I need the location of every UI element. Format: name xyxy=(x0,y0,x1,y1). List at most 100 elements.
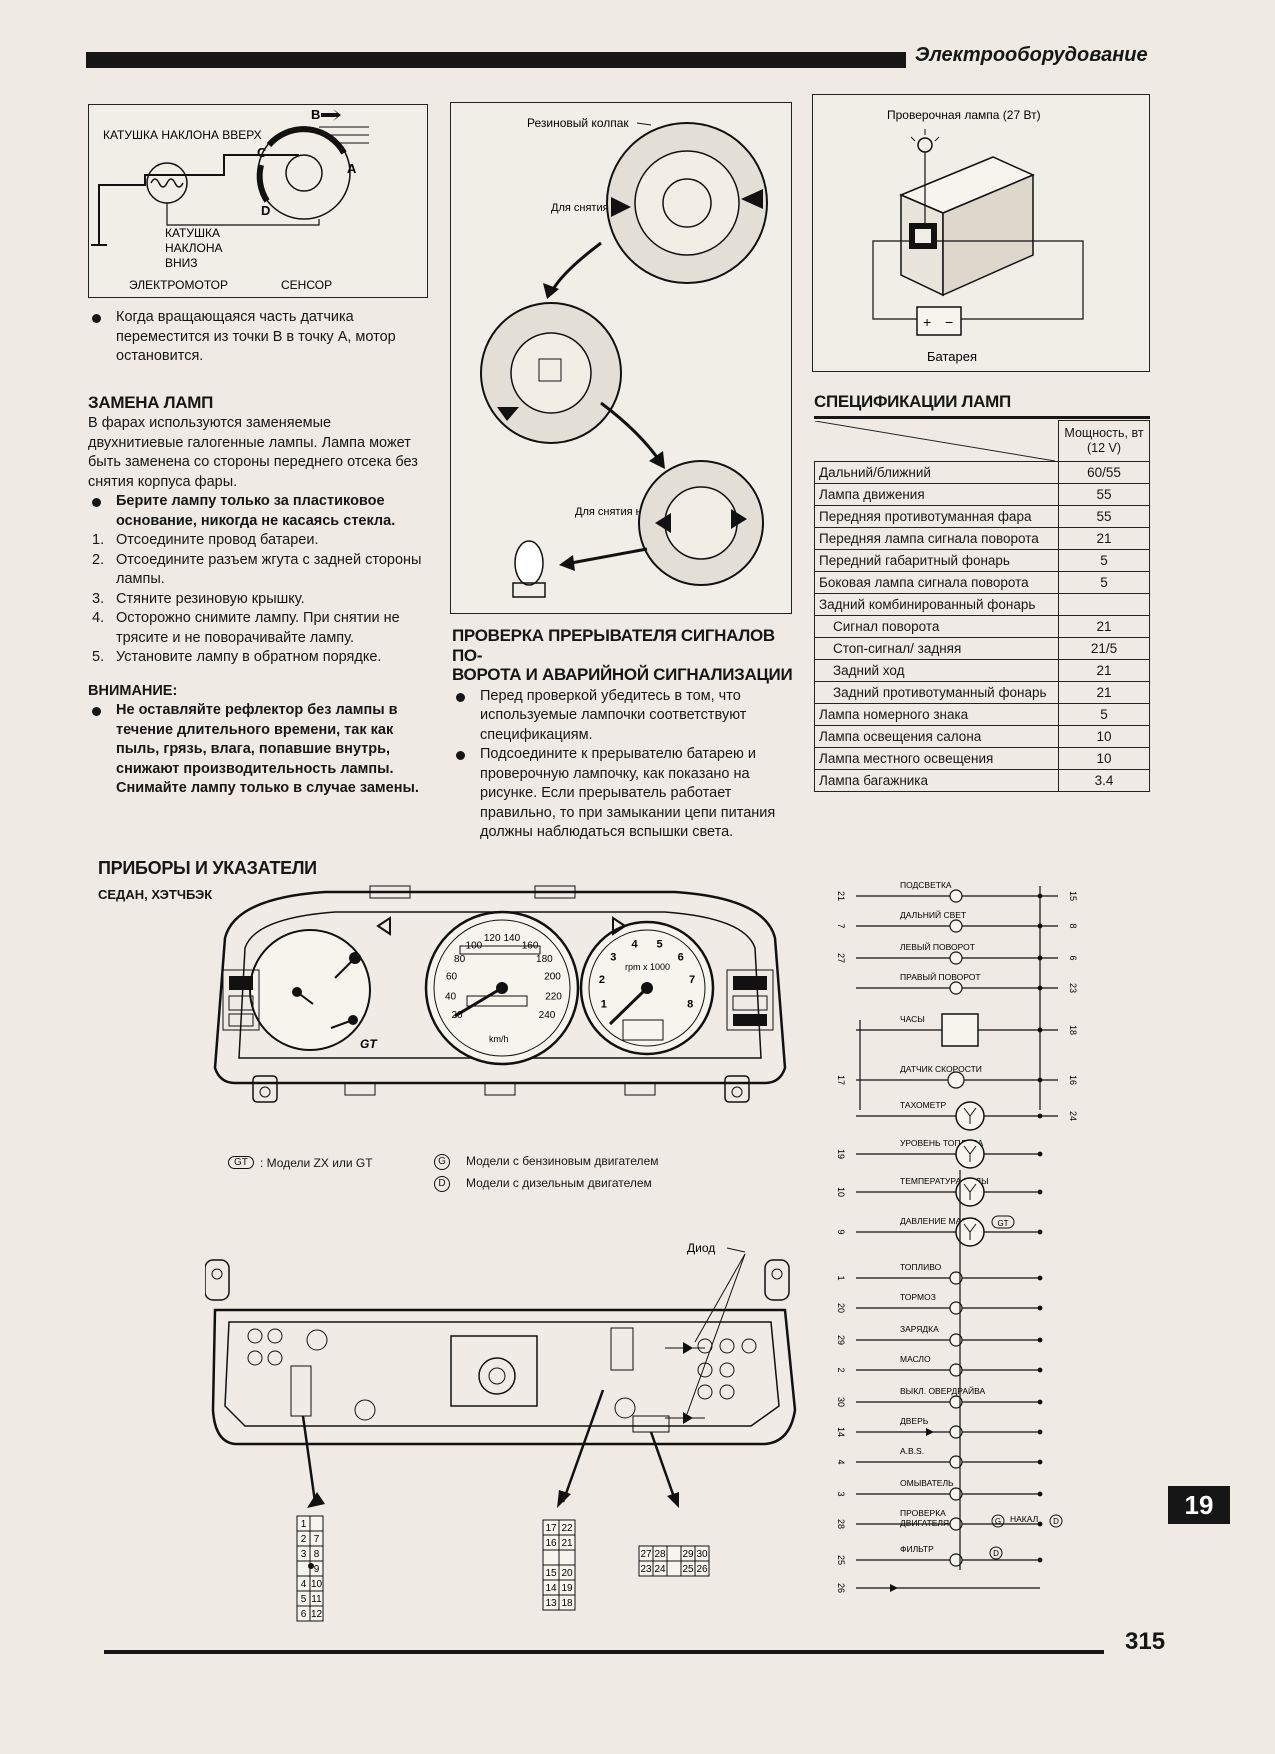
gt-badge: GT xyxy=(228,1156,254,1169)
right-pin: 8 xyxy=(1068,923,1078,928)
instruments-heading: ПРИБОРЫ И УКАЗАТЕЛИ xyxy=(98,858,317,878)
spec-col-header: Мощность, вт (12 V) xyxy=(1058,420,1150,462)
connector-pin: 1 xyxy=(301,1519,307,1530)
connector-pin: 19 xyxy=(561,1583,573,1594)
connector-pin: 10 xyxy=(311,1579,323,1590)
label-rubber-cap: Резиновый колпак xyxy=(527,116,629,130)
connector-pin: 29 xyxy=(682,1549,694,1560)
wire-label: УРОВЕНЬ ТОПЛИВА xyxy=(900,1138,984,1148)
cluster-gt-logo: GT xyxy=(360,1037,378,1051)
spec-lamp: Передняя лампа сигнала поворота xyxy=(814,526,1059,550)
step-text: Осторожно снимите лампу. При снятии не т… xyxy=(116,610,400,646)
legend: GT : Модели ZX или GT G Модели с бензино… xyxy=(228,1154,708,1202)
speed-tick: 240 xyxy=(539,1010,556,1021)
speed-tick: 160 xyxy=(522,940,539,951)
connector-cell xyxy=(542,1549,560,1566)
spec-power: 60/55 xyxy=(1058,460,1150,484)
battery-plus: + xyxy=(923,314,931,330)
connector-pin: 15 xyxy=(545,1568,557,1579)
lamp-symbol xyxy=(949,889,963,903)
wire-label: ПРОВЕРКА xyxy=(900,1508,946,1518)
connector-pin: 8 xyxy=(314,1549,320,1560)
label-b: B xyxy=(311,107,320,122)
section-title: Электрооборудование xyxy=(915,44,1148,66)
left-pin: 7 xyxy=(836,923,846,928)
caution-text: Не оставляйте рефлектор без лампы в тече… xyxy=(88,701,428,799)
step-number: 4. xyxy=(92,610,105,626)
connector-pin: 18 xyxy=(561,1598,573,1609)
rpm-tick: 6 xyxy=(678,952,684,964)
connector-pin: 7 xyxy=(314,1534,320,1545)
lamps-intro: В фарах используются заменяемые двухнити… xyxy=(88,415,418,490)
connector-pin: 13 xyxy=(545,1598,557,1609)
left-pin: 14 xyxy=(836,1427,846,1437)
step-text: Отсоедините разъем жгута с задней сторон… xyxy=(116,551,422,588)
wire-label: ЧАСЫ xyxy=(900,1014,925,1024)
label-a: A xyxy=(347,161,357,176)
spec-power: 21 xyxy=(1058,680,1150,704)
rpm-tick: 7 xyxy=(689,974,695,986)
spec-power: 21 xyxy=(1058,614,1150,638)
d-badge-wiring: D xyxy=(1053,1517,1059,1526)
label-coil-down-2: НАКЛОНА xyxy=(165,241,223,255)
speed-tick: 200 xyxy=(544,972,561,983)
speed-tick: 180 xyxy=(536,954,553,965)
battery-minus: − xyxy=(945,314,953,330)
left-pin: 2 xyxy=(836,1367,846,1372)
spec-section: СПЕЦИФИКАЦИИ ЛАМП Мощность, вт (12 V) Да… xyxy=(814,392,1154,792)
step-number: 5. xyxy=(92,649,105,665)
step-text: Установите лампу в обратном порядке. xyxy=(116,649,382,665)
spec-lamp: Передняя противотуманная фара xyxy=(814,504,1059,528)
left-column: Когда вращающаяся часть датчика перемест… xyxy=(88,308,428,799)
diode-symbol xyxy=(890,1584,898,1592)
g-badge-wiring: G xyxy=(995,1517,1001,1526)
wire-label: МАСЛО xyxy=(900,1354,931,1364)
spec-lamp: Лампа местного освещения xyxy=(814,746,1059,770)
wire-label: ЗАРЯДКА xyxy=(900,1324,939,1334)
spec-power: 55 xyxy=(1058,504,1150,528)
rpm-tick: 5 xyxy=(656,939,662,951)
chapter-tab: 19 xyxy=(1168,1486,1230,1524)
connector-pin: 17 xyxy=(545,1523,557,1534)
left-pin: 3 xyxy=(836,1491,846,1496)
spec-lamp: Задний противотуманный фонарь xyxy=(814,680,1059,704)
spec-lamp: Боковая лампа сигнала поворота xyxy=(814,570,1059,594)
figure-tilt-motor: КАТУШКА НАКЛОНА ВВЕРХ КАТУШКА НАКЛОНА ВН… xyxy=(88,104,428,298)
gt-badge-wiring xyxy=(991,1215,1015,1229)
lamps-heading: ЗАМЕНА ЛАМП xyxy=(88,392,213,412)
connector-pin: 26 xyxy=(696,1564,708,1575)
spec-lamp: Лампа номерного знака xyxy=(814,702,1059,726)
left-pin: 17 xyxy=(836,1075,846,1085)
speed-tick: 220 xyxy=(545,991,562,1002)
wire-label: ДВИГАТЕЛЯ xyxy=(900,1518,949,1528)
speed-unit: km/h xyxy=(489,1034,509,1044)
d-badge-wiring-2: D xyxy=(993,1549,999,1558)
right-pin: 6 xyxy=(1068,955,1078,960)
wire-label: ВЫКЛ. ОВЕРДРАЙВА xyxy=(900,1385,986,1396)
spec-corner xyxy=(814,420,1059,462)
left-pin: 28 xyxy=(836,1519,846,1529)
bulb-removal-diagram: Резиновый колпак Для снятия нажмите Для … xyxy=(480,116,768,598)
connector-pin: 14 xyxy=(545,1583,557,1594)
connector-pin: 4 xyxy=(301,1579,307,1590)
left-pin: 29 xyxy=(836,1335,846,1345)
rpm-unit: rpm x 1000 xyxy=(625,962,670,972)
left-pin: 1 xyxy=(836,1275,846,1280)
speed-tick: 100 xyxy=(466,940,483,951)
right-pin: 23 xyxy=(1068,983,1078,993)
connector-pin: 27 xyxy=(640,1549,652,1560)
wire-label: ОМЫВАТЕЛЬ xyxy=(900,1478,954,1488)
spec-power: 10 xyxy=(1058,746,1150,770)
connector-pin: 25 xyxy=(682,1564,694,1575)
gt-badge-text: GT xyxy=(997,1219,1008,1228)
label-d: D xyxy=(261,203,270,218)
spec-lamp: Лампа освещения салона xyxy=(814,724,1059,748)
connector-pin: 28 xyxy=(654,1549,666,1560)
